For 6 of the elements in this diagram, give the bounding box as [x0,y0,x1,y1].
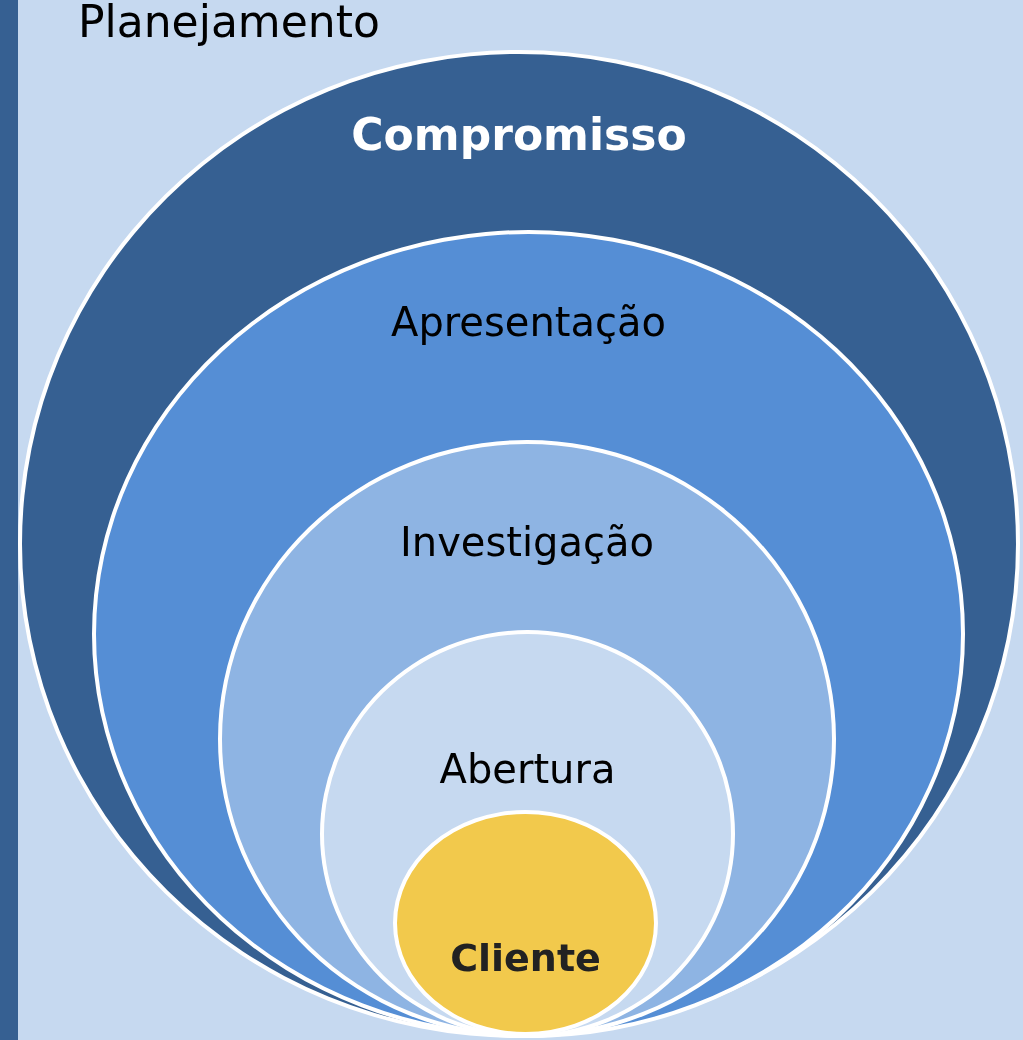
ring-label: Abertura [439,746,616,792]
panel-title: Planejamento [78,0,380,47]
ring-label: Compromisso [351,109,687,160]
ring-label: Investigação [400,519,654,565]
ring-label: Cliente [450,936,601,980]
ring-label: Apresentação [391,299,666,345]
